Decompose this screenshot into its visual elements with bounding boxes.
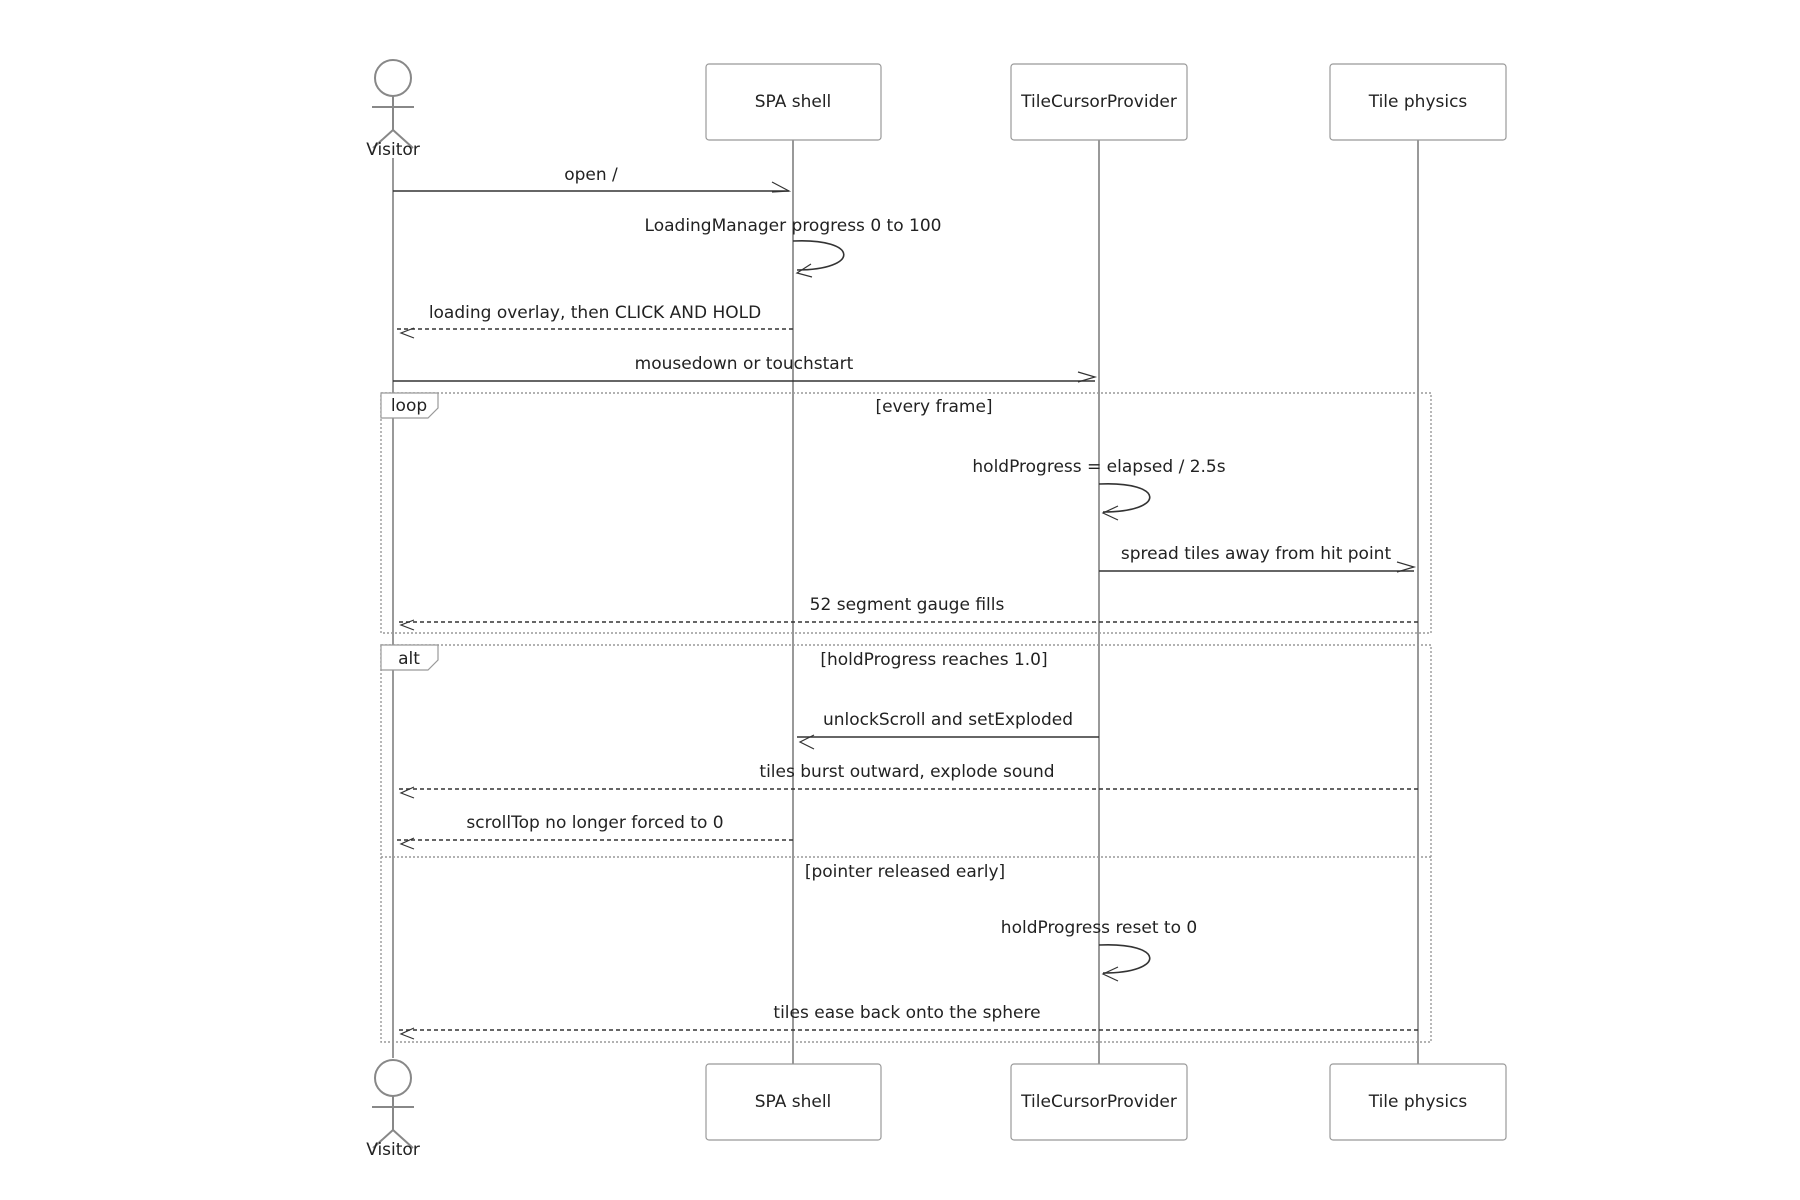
loop-keyword: loop	[391, 396, 427, 416]
arrowhead-left-icon	[399, 1027, 415, 1040]
message-unlock: unlockScroll and setExploded	[797, 710, 1099, 750]
message-open-label: open /	[564, 165, 618, 185]
alt-fragment: alt [holdProgress reaches 1.0] [pointer …	[380, 644, 1432, 1043]
message-scrolltop: scrollTop no longer forced to 0	[397, 813, 793, 850]
arrowhead-left-icon	[795, 263, 813, 278]
tile-physics-box-top: Tile physics	[1329, 63, 1507, 141]
arrowhead-right-icon	[1396, 561, 1417, 573]
tile-cursor-provider-box	[1010, 1063, 1188, 1141]
tile-physics-box	[1329, 63, 1507, 141]
message-progress-loop	[792, 240, 845, 271]
visitor-label: Visitor	[366, 1140, 420, 1160]
loop-fragment: loop [every frame]	[380, 392, 1432, 634]
message-gauge-label: 52 segment gauge fills	[810, 595, 1005, 615]
message-ease: tiles ease back onto the sphere	[397, 1003, 1418, 1040]
loop-frame	[380, 392, 1432, 634]
arrowhead-right-icon	[1077, 371, 1098, 383]
loop-condition: [every frame]	[875, 397, 992, 417]
tile-physics-box-bottom: Tile physics	[1329, 1063, 1507, 1141]
message-reset: holdProgress reset to 0	[1001, 918, 1197, 982]
arrowhead-left-icon	[399, 619, 415, 631]
spa-shell-box-bottom: SPA shell	[705, 1063, 882, 1141]
visitor-actor-top: Visitor	[366, 59, 420, 160]
arrowhead-left-icon	[798, 734, 815, 750]
actor-head-icon	[374, 1059, 412, 1097]
arrowhead-left-icon	[399, 327, 415, 339]
spa-shell-box	[705, 1063, 882, 1141]
tile-cursor-provider-box-top: TileCursorProvider	[1010, 63, 1188, 141]
message-spread-label: spread tiles away from hit point	[1121, 544, 1392, 564]
message-hold: holdProgress = elapsed / 2.5s	[972, 457, 1226, 521]
tile-physics-box	[1329, 1063, 1507, 1141]
arrowhead-right-icon	[771, 181, 792, 193]
message-open: open /	[393, 165, 792, 193]
message-burst: tiles burst outward, explode sound	[397, 762, 1418, 799]
alt-frame	[380, 644, 1432, 1043]
spa-shell-box	[705, 63, 882, 141]
message-scrolltop-label: scrollTop no longer forced to 0	[466, 813, 723, 833]
message-mousedown-label: mousedown or touchstart	[635, 354, 854, 374]
message-reset-loop	[1098, 944, 1151, 974]
spa-shell-label: SPA shell	[755, 1092, 832, 1112]
message-overlay: loading overlay, then CLICK AND HOLD	[397, 303, 793, 339]
tile-cursor-provider-box	[1010, 63, 1188, 141]
tile-physics-label: Tile physics	[1368, 1092, 1468, 1112]
spa-shell-label: SPA shell	[755, 92, 832, 112]
actor-legs-icon	[372, 1128, 414, 1149]
actor-legs-icon	[372, 128, 414, 149]
arrowhead-left-icon	[1101, 966, 1119, 982]
loop-tab	[380, 392, 439, 419]
message-ease-label: tiles ease back onto the sphere	[773, 1003, 1040, 1023]
arrowhead-left-icon	[399, 837, 415, 850]
message-hold-label: holdProgress = elapsed / 2.5s	[972, 457, 1225, 477]
arrowhead-left-icon	[1101, 505, 1119, 521]
message-overlay-label: loading overlay, then CLICK AND HOLD	[429, 303, 761, 323]
tile-cursor-provider-label: TileCursorProvider	[1020, 1092, 1177, 1112]
message-progress-label: LoadingManager progress 0 to 100	[645, 216, 942, 236]
message-reset-label: holdProgress reset to 0	[1001, 918, 1197, 938]
message-spread: spread tiles away from hit point	[1099, 544, 1417, 573]
alt-condition: [holdProgress reaches 1.0]	[820, 650, 1047, 670]
spa-shell-box-top: SPA shell	[705, 63, 882, 141]
tile-physics-label: Tile physics	[1368, 92, 1468, 112]
message-progress: LoadingManager progress 0 to 100	[645, 216, 942, 278]
alt-tab	[380, 644, 439, 671]
visitor-label: Visitor	[366, 140, 420, 160]
message-burst-label: tiles burst outward, explode sound	[759, 762, 1054, 782]
arrowhead-left-icon	[399, 786, 415, 799]
message-hold-loop	[1098, 483, 1151, 513]
actor-head-icon	[374, 59, 412, 97]
alt-keyword: alt	[398, 649, 420, 669]
message-gauge: 52 segment gauge fills	[397, 595, 1418, 631]
tile-cursor-provider-label: TileCursorProvider	[1020, 92, 1177, 112]
tile-cursor-provider-box-bottom: TileCursorProvider	[1010, 1063, 1188, 1141]
alt-else-condition: [pointer released early]	[805, 862, 1005, 882]
visitor-actor-bottom: Visitor	[366, 1059, 420, 1160]
message-unlock-label: unlockScroll and setExploded	[823, 710, 1073, 730]
message-mousedown: mousedown or touchstart	[393, 354, 1098, 383]
